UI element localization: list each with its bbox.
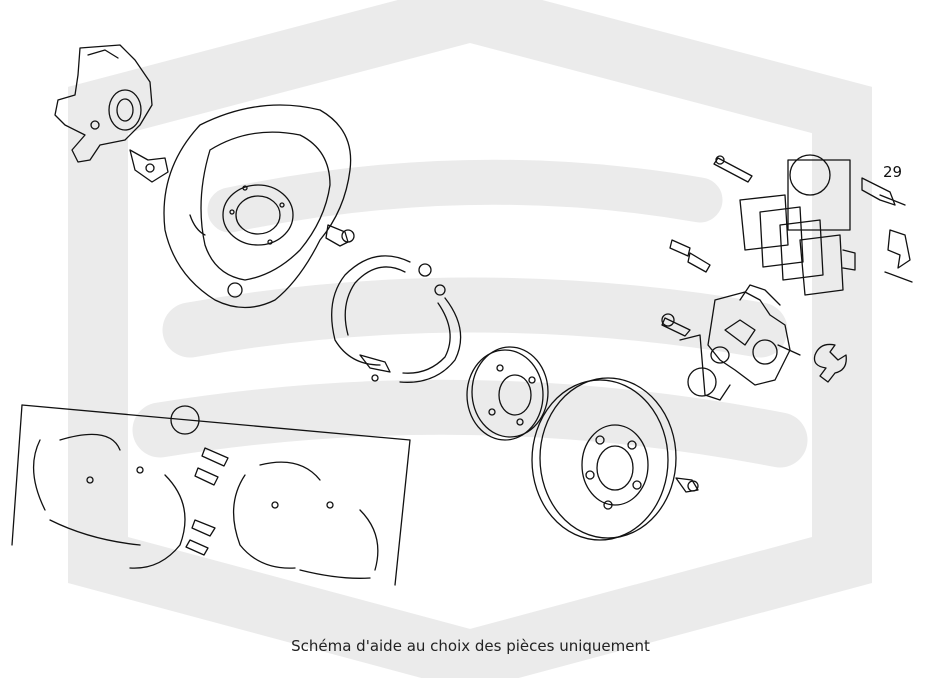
- parking-brake-shoe: [331, 255, 462, 383]
- diagram-caption: Schéma d'aide au choix des pièces unique…: [291, 637, 650, 655]
- steering-knuckle: [54, 44, 169, 183]
- wheel-hub: [466, 346, 549, 441]
- caliper-bolt: [661, 313, 691, 337]
- inset-bolts: [86, 447, 334, 556]
- disc-screw: [675, 477, 699, 493]
- guide-pin: [713, 155, 753, 183]
- brake-pads: [739, 154, 856, 296]
- wear-sensor-spring: [861, 177, 913, 283]
- brake-caliper: [679, 284, 801, 401]
- parking-shoe-kit-inset: [11, 404, 411, 586]
- part-number-label: 29: [883, 163, 903, 181]
- bleeder-screw: [669, 239, 711, 273]
- dust-shield: [163, 104, 352, 309]
- wrench-icon: [813, 343, 847, 383]
- watermark-logo: [68, 0, 872, 678]
- shield-bolt: [325, 224, 355, 247]
- brake-disc: [531, 377, 677, 541]
